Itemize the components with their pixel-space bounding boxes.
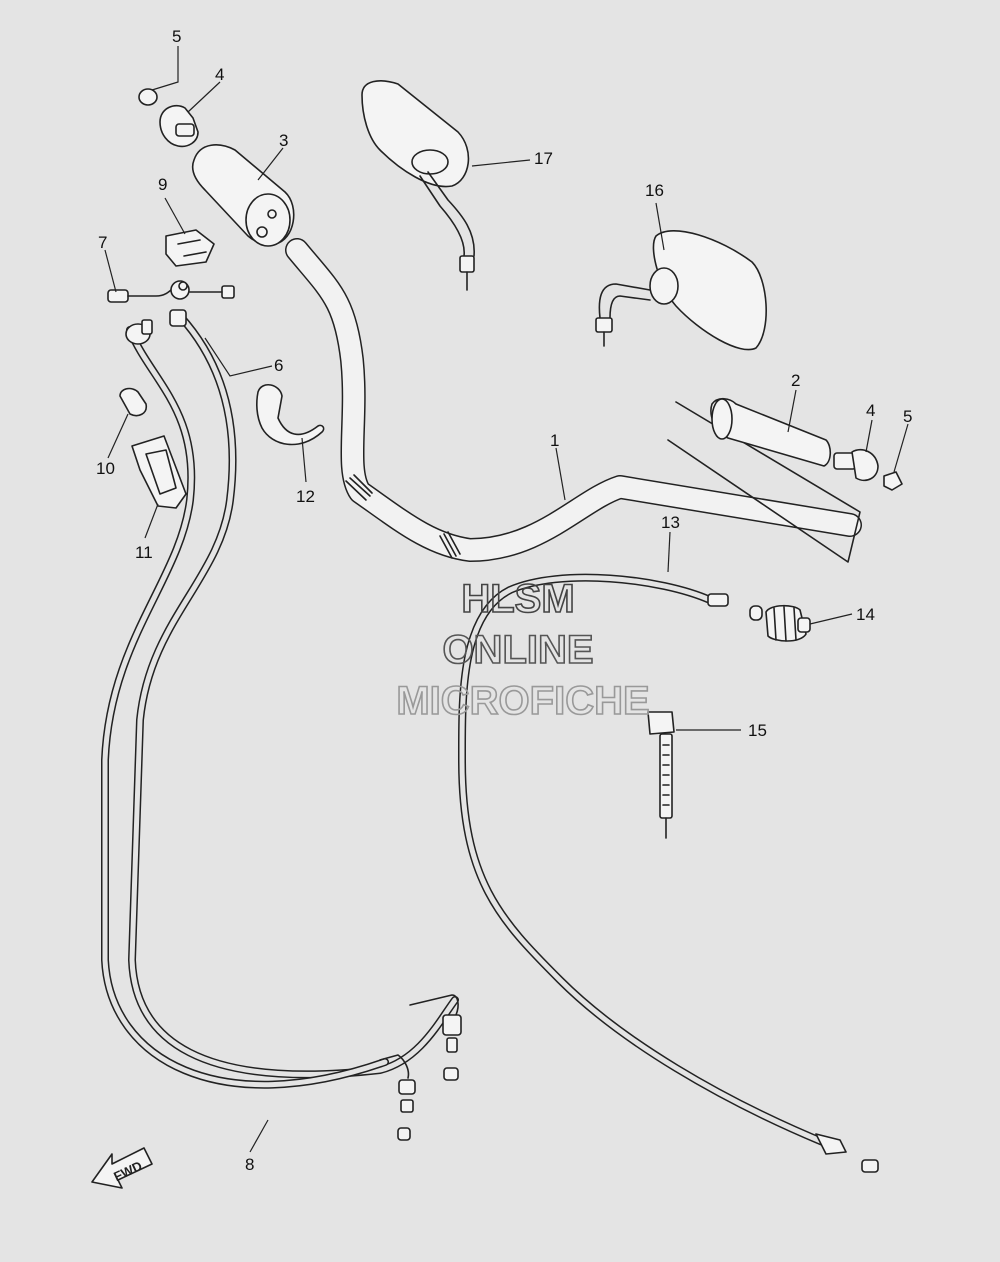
cable-clamp-9 [165, 229, 215, 267]
mirror-left [361, 80, 475, 291]
callout-6: 6 [274, 356, 283, 375]
callout-3: 3 [279, 131, 288, 150]
callouts: 1 2 3 4 4 5 5 6 7 8 9 10 11 12 13 14 15 … [96, 27, 912, 1174]
cable-boot-14 [749, 604, 811, 642]
handlebar-end-right [833, 448, 903, 491]
callout-14: 14 [856, 605, 875, 624]
callout-9: 9 [158, 175, 167, 194]
clutch-cable-6 [128, 309, 459, 1079]
mirror-right [595, 229, 767, 351]
holder-11 [131, 435, 187, 509]
leader-lines [104, 46, 909, 1153]
bracket-12 [256, 384, 325, 446]
watermark: HLSM ONLINE MICROFICHE [396, 576, 651, 724]
watermark-line-1: HLSM [461, 577, 574, 621]
watermark-line-3: MICROFICHE [396, 679, 649, 723]
holder-10 [119, 387, 148, 417]
cable-tie-15 [647, 711, 675, 839]
cable-8 [101, 319, 389, 1089]
callout-4-left: 4 [215, 65, 224, 84]
callout-16: 16 [645, 181, 664, 200]
callout-10: 10 [96, 459, 115, 478]
callout-1: 1 [550, 431, 559, 450]
callout-12: 12 [296, 487, 315, 506]
fwd-arrow: FWD [91, 1147, 153, 1189]
callout-13: 13 [661, 513, 680, 532]
callout-15: 15 [748, 721, 767, 740]
watermark-line-2: ONLINE [442, 628, 593, 672]
callout-11: 11 [135, 543, 153, 562]
grip-left [191, 144, 295, 247]
callout-7: 7 [98, 233, 107, 252]
throttle-cable-13 [457, 573, 879, 1173]
handlebar-end-left [138, 88, 199, 148]
callout-5-left: 5 [172, 27, 181, 46]
callout-17: 17 [534, 149, 553, 168]
cable-end-fittings [379, 994, 462, 1141]
handlebar [285, 238, 862, 562]
callout-5-right: 5 [903, 407, 912, 426]
callout-8: 8 [245, 1155, 254, 1174]
callout-2: 2 [791, 371, 800, 390]
bolt-fitting [107, 280, 235, 303]
callout-4-right: 4 [866, 401, 875, 420]
grip-right [667, 397, 861, 563]
